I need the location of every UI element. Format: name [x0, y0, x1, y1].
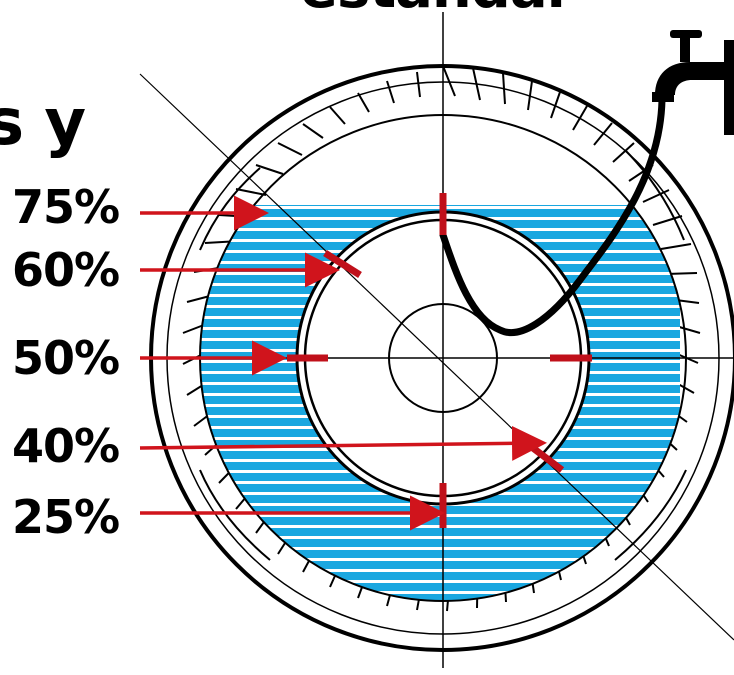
level-arrows [139, 195, 547, 531]
level-label-60: 60% [12, 243, 120, 297]
heading-line-1: estándar [300, 0, 574, 21]
level-label-25: 25% [12, 490, 120, 544]
faucet-icon [652, 30, 734, 135]
water-fill [200, 205, 680, 601]
level-label-75: 75% [12, 180, 120, 234]
water-hose [439, 96, 666, 337]
level-label-50: 50% [12, 331, 120, 385]
level-label-40: 40% [12, 419, 120, 473]
heading-line-2: s y [0, 86, 86, 160]
arrow-40 [139, 425, 547, 461]
